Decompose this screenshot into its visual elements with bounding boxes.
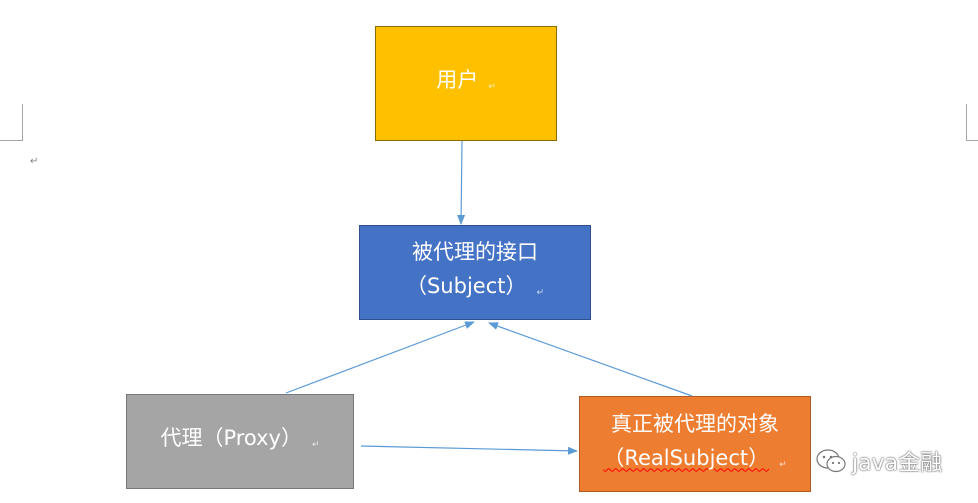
page-corner-mark-right: [966, 104, 978, 141]
edge-real-subject-to-subject: [488, 322, 693, 397]
user-node[interactable]: 用户 ↵: [375, 26, 557, 141]
edge-proxy-to-real-subject: [360, 445, 578, 455]
subject-node[interactable]: 被代理的接口 （Subject） ↵: [359, 225, 591, 320]
subject-node-subtitle: （Subject）: [405, 274, 527, 298]
page-corner-mark-left: [0, 104, 23, 141]
wechat-icon: [816, 449, 846, 473]
paragraph-mark: ↵: [311, 440, 320, 450]
user-node-label: 用户: [436, 68, 479, 92]
watermark-text: java金融: [852, 451, 943, 476]
edge-proxy-to-subject: [285, 321, 475, 394]
real-subject-node-subtitle: （RealSubject）: [603, 445, 770, 470]
proxy-node-label: 代理（Proxy）: [160, 426, 302, 450]
proxy-node[interactable]: 代理（Proxy） ↵: [126, 394, 354, 489]
paragraph-mark: ↵: [30, 156, 39, 167]
paragraph-mark: ↵: [488, 82, 496, 92]
paragraph-mark: ↵: [779, 459, 787, 470]
watermark: java金融: [816, 445, 942, 477]
paragraph-mark: ↵: [536, 288, 545, 298]
subject-node-title: 被代理的接口: [412, 240, 538, 264]
real-subject-node-title: 真正被代理的对象: [611, 411, 779, 436]
edge-user-to-subject: [457, 140, 466, 225]
real-subject-node[interactable]: 真正被代理的对象 （RealSubject） ↵: [579, 396, 811, 492]
